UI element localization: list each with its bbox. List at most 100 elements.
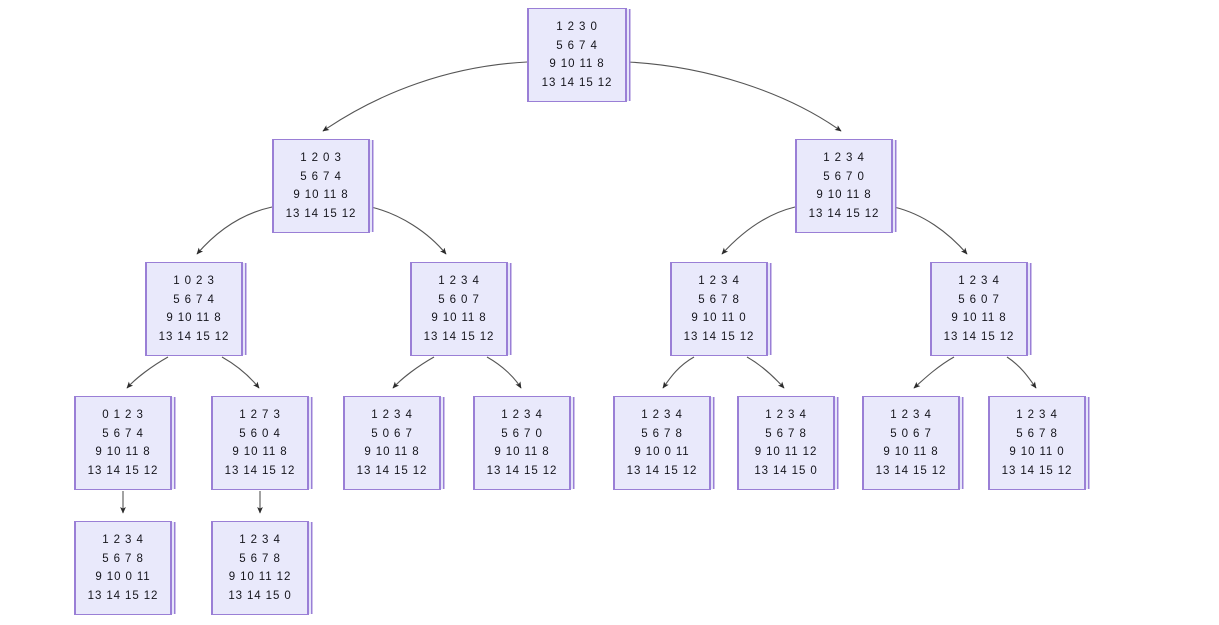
puzzle-row: 5 6 7 8 [698,293,740,306]
puzzle-row: 9 10 11 0 [691,312,747,324]
puzzle-row: 13 14 15 0 [754,464,818,477]
tree-node[interactable]: 1 2 3 4 5 0 6 7 9 10 11 8 13 14 15 12 [862,396,960,490]
puzzle-row: 9 10 0 11 [95,571,151,583]
puzzle-row: 1 2 3 4 [765,409,807,421]
tree-edge [221,356,260,389]
puzzle-row: 5 6 7 4 [556,39,598,52]
puzzle-row: 13 14 15 12 [683,330,755,343]
tree-edge [392,356,435,389]
puzzle-row: 1 2 3 4 [641,409,683,421]
puzzle-row: 1 2 7 3 [239,409,281,421]
tree-node[interactable]: 1 2 3 4 5 6 7 8 9 10 11 12 13 14 15 0 [737,396,835,490]
puzzle-row: 1 2 3 4 [371,409,413,421]
puzzle-row: 9 10 11 8 [364,446,420,458]
puzzle-row: 5 6 0 4 [239,427,281,440]
puzzle-row: 13 14 15 12 [808,207,880,220]
tree-edge [196,206,273,255]
tree-node[interactable]: 1 2 3 4 5 6 7 8 9 10 11 0 13 14 15 12 [988,396,1086,490]
puzzle-row: 1 2 3 4 [1016,409,1058,421]
puzzle-row: 1 2 3 4 [239,534,281,546]
tree-node-body: 1 2 3 4 5 6 7 8 9 10 11 0 13 14 15 12 [989,397,1085,489]
puzzle-row: 13 14 15 12 [87,464,159,477]
tree-edge [721,206,796,255]
tree-node-body: 1 2 3 4 5 6 7 8 9 10 11 12 13 14 15 0 [738,397,834,489]
puzzle-row: 9 10 11 8 [549,58,605,70]
puzzle-row: 5 6 7 4 [173,293,215,306]
puzzle-row: 9 10 11 8 [232,446,288,458]
puzzle-row: 1 2 3 4 [501,409,543,421]
puzzle-row: 1 0 2 3 [173,275,215,287]
puzzle-row: 9 10 11 8 [816,189,872,201]
puzzle-row: 1 2 3 4 [890,409,932,421]
tree-node[interactable]: 1 2 3 4 5 6 7 8 9 10 11 12 13 14 15 0 [211,521,309,615]
puzzle-row: 13 14 15 12 [285,207,357,220]
puzzle-row: 9 10 11 8 [494,446,550,458]
tree-edge [126,356,169,389]
puzzle-row: 5 0 6 7 [890,427,932,440]
puzzle-row: 5 6 7 4 [300,170,342,183]
tree-edge [370,206,447,255]
puzzle-row: 5 6 7 8 [641,427,683,440]
puzzle-row: 9 10 11 8 [883,446,939,458]
puzzle-row: 5 6 7 8 [102,552,144,565]
puzzle-row: 13 14 15 12 [87,589,159,602]
puzzle-row: 9 10 11 8 [951,312,1007,324]
puzzle-row: 5 6 7 8 [765,427,807,440]
tree-edge [486,356,522,389]
tree-edge [627,61,842,132]
puzzle-row: 9 10 11 8 [293,189,349,201]
puzzle-row: 1 2 3 4 [438,275,480,287]
puzzle-row: 1 2 3 0 [556,21,598,33]
tree-node[interactable]: 1 2 7 3 5 6 0 4 9 10 11 8 13 14 15 12 [211,396,309,490]
puzzle-row: 5 6 7 8 [239,552,281,565]
tree-edge [746,356,785,389]
puzzle-row: 13 14 15 12 [875,464,947,477]
tree-edge [662,356,695,389]
puzzle-row: 9 10 11 8 [166,312,222,324]
puzzle-row: 5 0 6 7 [371,427,413,440]
puzzle-row: 5 6 7 8 [1016,427,1058,440]
puzzle-row: 5 6 7 0 [501,427,543,440]
puzzle-row: 0 1 2 3 [102,409,144,421]
puzzle-row: 13 14 15 12 [224,464,296,477]
puzzle-row: 5 6 0 7 [958,293,1000,306]
tree-edge [893,206,968,255]
puzzle-row: 13 14 15 12 [423,330,495,343]
puzzle-row: 9 10 11 12 [228,571,292,583]
puzzle-row: 5 6 7 4 [102,427,144,440]
tree-node-body: 1 2 3 0 5 6 7 4 9 10 11 8 13 14 15 12 [528,9,626,101]
puzzle-row: 13 14 15 12 [541,76,613,89]
puzzle-row: 13 14 15 12 [943,330,1015,343]
puzzle-row: 9 10 11 12 [754,446,818,458]
puzzle-row: 13 14 15 12 [626,464,698,477]
tree-edge [322,61,528,132]
puzzle-row: 13 14 15 0 [228,589,292,602]
puzzle-row: 5 6 0 7 [438,293,480,306]
tree-edge [1006,356,1037,389]
tree-node[interactable]: 1 2 3 0 5 6 7 4 9 10 11 8 13 14 15 12 [527,8,627,102]
puzzle-row: 5 6 7 0 [823,170,865,183]
puzzle-row: 9 10 11 0 [1009,446,1065,458]
puzzle-row: 13 14 15 12 [1001,464,1073,477]
